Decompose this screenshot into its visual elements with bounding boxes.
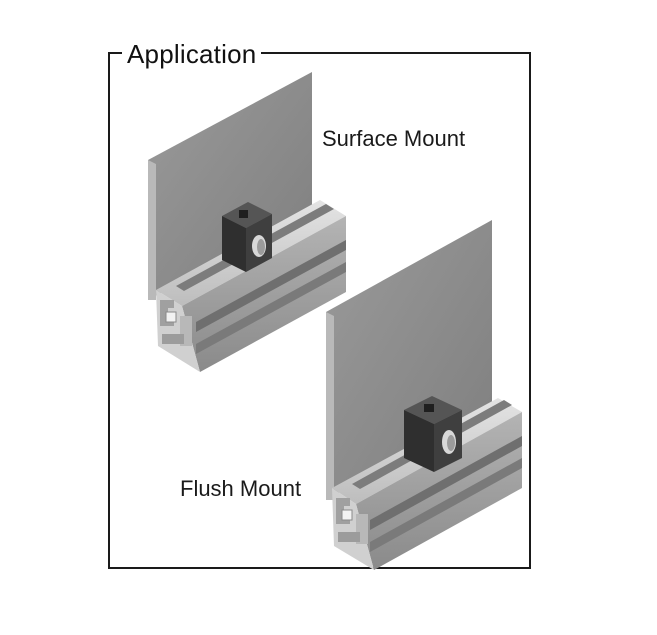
bracket-flush: [404, 396, 462, 472]
surface-mount-assembly: [148, 72, 346, 372]
diagram-title: Application: [122, 38, 262, 70]
flush-mount-assembly: [326, 220, 522, 570]
panel-surface: [148, 72, 312, 300]
panel-flush: [326, 220, 492, 500]
application-frame: [108, 52, 531, 569]
bracket-surface: [222, 202, 272, 272]
label-surface-mount: Surface Mount: [322, 126, 466, 151]
label-flush-mount: Flush Mount: [180, 476, 302, 501]
